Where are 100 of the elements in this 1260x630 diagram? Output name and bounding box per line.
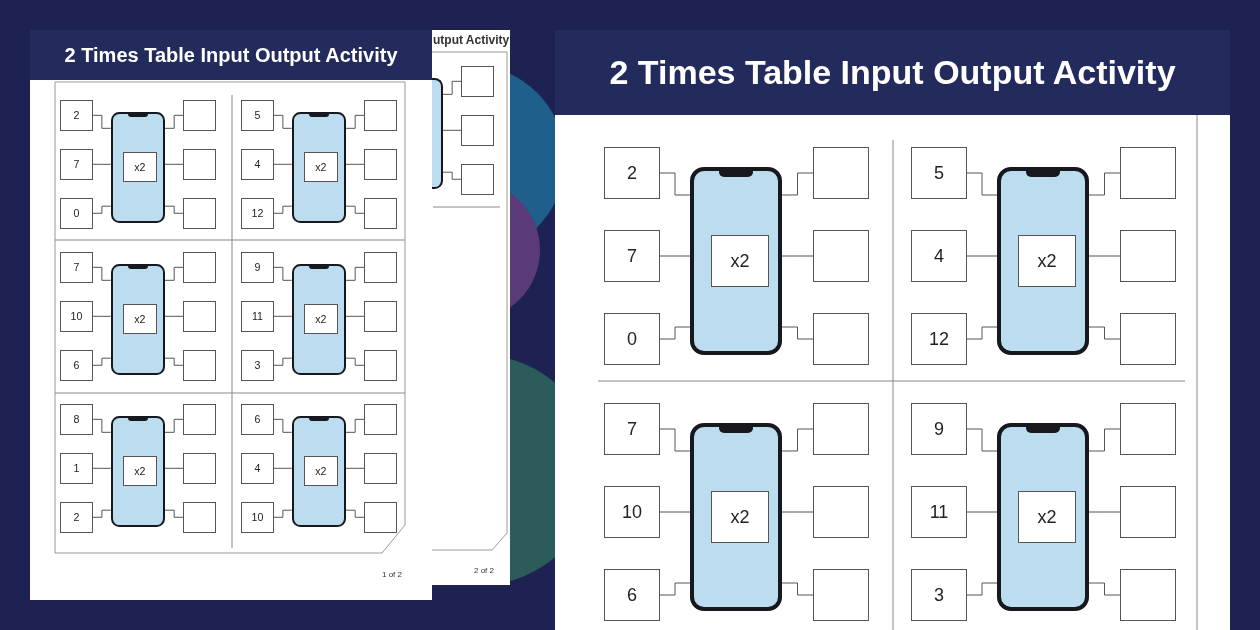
phone-picture	[997, 167, 1089, 355]
answer-box	[183, 501, 217, 533]
answer-box	[1120, 147, 1176, 199]
page-title: 2 Times Table Input Output Activity	[64, 43, 398, 67]
worksheet-page	[30, 30, 432, 600]
worksheet-page	[555, 30, 1230, 630]
connector-line	[164, 467, 184, 469]
connector-line	[92, 114, 112, 129]
number-box: 6	[604, 569, 660, 621]
answer-box	[364, 252, 398, 283]
answer-box	[461, 114, 495, 146]
page-number: 1 of 2	[382, 570, 402, 579]
answer-box	[813, 147, 869, 199]
number-box: 7	[60, 252, 94, 283]
connector-line	[164, 357, 184, 366]
number-box: 11	[911, 486, 967, 538]
connector-line	[92, 205, 112, 214]
connector-line	[92, 266, 112, 281]
answer-box	[183, 197, 217, 229]
connector-line	[345, 163, 365, 165]
connector-line	[273, 205, 293, 214]
connector-line	[966, 255, 998, 257]
page-number: 2 of 2	[474, 566, 494, 575]
number-box: 12	[241, 197, 275, 229]
connector-line	[273, 509, 293, 518]
number-box: 7	[604, 403, 660, 455]
answer-box	[1120, 313, 1176, 365]
phone-picture	[110, 415, 165, 527]
answer-box	[183, 300, 217, 332]
connector-line	[659, 172, 691, 196]
connector-line	[966, 172, 998, 196]
number-box: 6	[60, 349, 94, 381]
connector-line	[345, 114, 365, 129]
connector-line	[781, 255, 814, 257]
number-box: 3	[911, 569, 967, 621]
page-title: 2 Times Table Input Output Activity	[609, 53, 1176, 92]
connector-line	[659, 511, 691, 513]
answer-box	[1120, 230, 1176, 282]
number-box: 2	[604, 147, 660, 199]
number-box: 5	[911, 147, 967, 199]
connector-line	[273, 357, 293, 366]
number-box: 9	[241, 252, 275, 283]
connector-line	[92, 357, 112, 366]
answer-box	[1120, 403, 1176, 455]
answer-box	[183, 349, 217, 381]
number-box: 10	[241, 501, 275, 533]
connector-line	[781, 326, 814, 340]
number-box: 4	[911, 230, 967, 282]
connector-line	[442, 129, 462, 131]
answer-box	[183, 252, 217, 283]
connector-line	[164, 418, 184, 433]
number-box: 6	[241, 404, 275, 435]
connector-line	[345, 467, 365, 469]
number-box: 2	[60, 100, 94, 131]
connector-line	[92, 509, 112, 518]
answer-box	[364, 404, 398, 435]
connector-line	[1088, 326, 1121, 340]
phone-picture	[291, 415, 346, 527]
answer-box	[1120, 486, 1176, 538]
answer-box	[183, 452, 217, 484]
connector-line	[966, 511, 998, 513]
connector-line	[345, 509, 365, 518]
connector-line	[345, 357, 365, 366]
connector-line	[966, 582, 998, 596]
number-box: 7	[604, 230, 660, 282]
connector-line	[659, 326, 691, 340]
number-box: 0	[604, 313, 660, 365]
connector-line	[966, 326, 998, 340]
connector-line	[781, 428, 814, 452]
connector-line	[273, 467, 293, 469]
connector-line	[273, 163, 293, 165]
number-box: 4	[241, 452, 275, 484]
page-title: utput Activity	[433, 33, 510, 47]
connector-line	[92, 467, 112, 469]
connector-line	[781, 511, 814, 513]
number-box: 3	[241, 349, 275, 381]
phone-picture	[690, 167, 782, 355]
answer-box	[813, 313, 869, 365]
phone-picture	[690, 423, 782, 611]
connector-line	[659, 255, 691, 257]
answer-box	[461, 163, 495, 195]
number-box: 7	[60, 148, 94, 180]
number-box: 4	[241, 148, 275, 180]
number-box: 10	[604, 486, 660, 538]
number-box: 12	[911, 313, 967, 365]
connector-line	[164, 266, 184, 281]
connector-line	[164, 205, 184, 214]
connector-line	[1088, 582, 1121, 596]
connector-line	[92, 418, 112, 433]
connector-line	[345, 266, 365, 281]
connector-line	[659, 428, 691, 452]
connector-line	[92, 315, 112, 317]
connector-line	[1088, 511, 1121, 513]
connector-line	[164, 315, 184, 317]
connector-line	[164, 509, 184, 518]
connector-line	[92, 163, 112, 165]
answer-box	[183, 404, 217, 435]
connector-line	[659, 582, 691, 596]
connector-line	[164, 163, 184, 165]
connector-line	[1088, 428, 1121, 452]
